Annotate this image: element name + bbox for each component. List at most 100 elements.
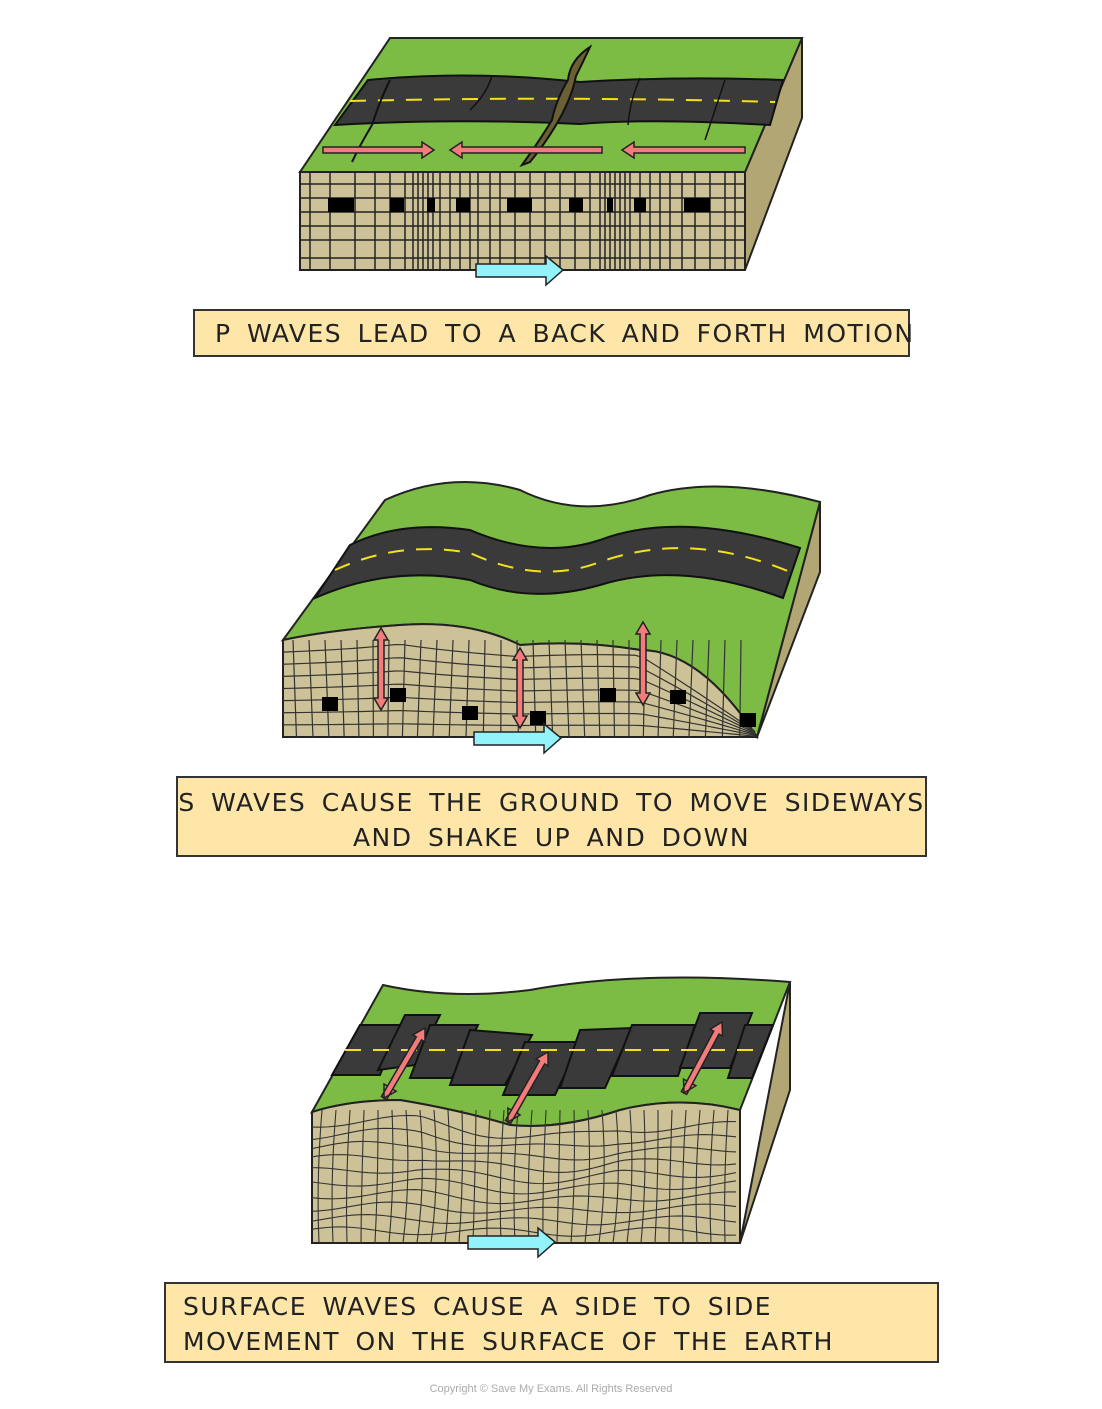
grid-line [564,639,570,738]
rock-block [390,198,404,212]
up-down-arrow [372,626,390,712]
grid-line [556,1109,561,1244]
front-face [311,1098,741,1244]
direction-arrow [467,1226,557,1259]
rock-block [322,697,338,711]
grid-line [311,1114,737,1139]
grid-line [387,639,390,738]
rock-grid [300,172,745,270]
grid-line [311,1177,737,1195]
road-centre-line [334,547,791,573]
caption-line: MOVEMENT ON THE SURFACE OF THE EARTH [183,1327,834,1356]
caption-line: P WAVES LEAD TO A BACK AND FORTH MOTION [215,319,915,348]
direction-arrow [475,254,565,287]
rock-block [462,706,478,720]
rock-block [328,198,354,212]
rock-block [670,690,686,704]
road-segment [448,1028,534,1086]
motion-arrow-left [620,140,746,160]
motion-arrows [380,1020,724,1125]
rock-block [600,688,616,702]
copyright-notice: Copyright © Save My Exams. All Rights Re… [429,1383,673,1395]
rock-block [740,713,756,727]
rock-block [634,198,646,212]
grid-line [416,639,422,738]
grid-line [668,1109,673,1244]
rock-block [530,711,546,725]
crack [704,79,726,141]
grid-line [402,1109,409,1244]
grid-line [331,1109,337,1244]
side-to-side-arrow [680,1020,724,1096]
motion-arrow-right [322,140,436,160]
grid-line [695,1109,701,1244]
grid-line [308,639,314,738]
front-face [299,171,746,271]
s-wave-caption: S WAVES CAUSE THE GROUND TO MOVE SIDEWAY… [176,776,927,857]
caption-line: S WAVES CAUSE THE GROUND TO MOVE SIDEWAY… [178,788,925,817]
side-to-side-arrow [380,1026,426,1101]
grid-line [340,639,345,738]
grid-line [672,639,678,738]
grid-line [311,1127,737,1147]
grid-line [657,639,662,738]
side-to-side-arrow [504,1050,549,1125]
rock-block [456,198,470,212]
p-wave-block [298,37,804,287]
grid-line [311,1189,737,1205]
grid-line [430,1109,437,1244]
grid-line [458,1109,464,1244]
crack [519,44,593,168]
grid-line [448,639,454,738]
direction-arrow [473,722,563,755]
grid-line [486,1109,491,1244]
grid-line [311,1140,737,1161]
p-wave-caption: P WAVES LEAD TO A BACK AND FORTH MOTION [193,309,915,357]
crack [469,75,493,111]
grid-line [311,1154,737,1173]
grid-line [612,1109,619,1244]
road-segment [726,1024,775,1079]
grid-line [444,1109,451,1244]
surface-wave-caption: SURFACE WAVES CAUSE A SIDE TO SIDE MOVEM… [164,1282,939,1363]
surface-wave-block [309,976,792,1259]
road-segment [558,1026,634,1089]
crack [627,77,641,126]
grid-line [311,1201,737,1214]
grid-line [360,1109,365,1244]
grid-line [580,639,586,738]
grid-line [709,1109,715,1244]
road [312,525,802,601]
grid-line [324,639,330,738]
s-wave-block [280,481,822,755]
rock-block [390,688,406,702]
rock-block [607,198,613,212]
grid-line [356,639,360,738]
grid-line [311,1214,737,1226]
rock-grid [311,1109,737,1244]
grid-line [317,1109,323,1244]
grid-line [527,1109,533,1244]
rock-block [507,198,532,212]
grid-line [548,639,554,738]
caption-line: SURFACE WAVES CAUSE A SIDE TO SIDE [183,1292,772,1321]
motion-arrow-left [448,140,603,160]
caption-line: AND SHAKE UP AND DOWN [352,823,751,852]
grid-line [682,1109,687,1244]
grid-line [432,639,438,738]
grid-line [596,639,601,738]
grid-line [542,1109,547,1244]
grid-line [724,1109,729,1244]
grid-line [584,1109,591,1244]
grid-line [374,1109,379,1244]
grid-line [640,1109,646,1244]
grid-line [388,1109,394,1244]
grid-line [654,1109,659,1244]
grid-line [598,1109,605,1244]
motion-arrows [372,620,652,730]
grid-line [570,1109,575,1244]
grid-line [311,1226,737,1237]
rock-block [569,198,583,212]
grid-line [346,1109,351,1244]
